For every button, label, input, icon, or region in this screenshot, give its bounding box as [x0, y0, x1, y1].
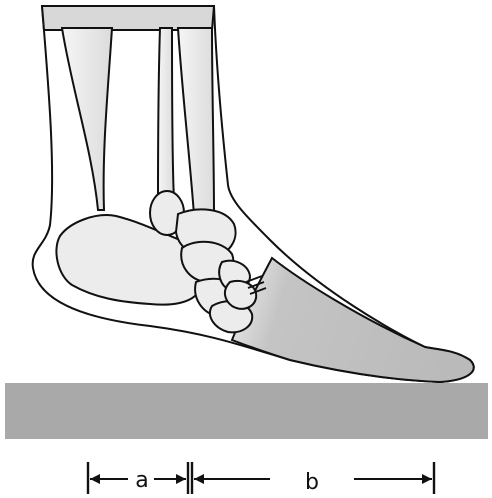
- label-b: b: [305, 470, 319, 495]
- tibia-bone: [60, 27, 114, 211]
- forefoot-shaded-region: [230, 256, 475, 384]
- metatarsal-base-bone: [224, 280, 258, 310]
- dimension-b: [190, 462, 436, 494]
- dimension-a: [86, 462, 190, 494]
- leg-top-bar: [40, 5, 216, 31]
- fibula-left-bone: [156, 27, 176, 201]
- metatarsal-lines: [245, 275, 267, 295]
- label-a: a: [135, 468, 148, 493]
- ground-slab: [5, 383, 488, 439]
